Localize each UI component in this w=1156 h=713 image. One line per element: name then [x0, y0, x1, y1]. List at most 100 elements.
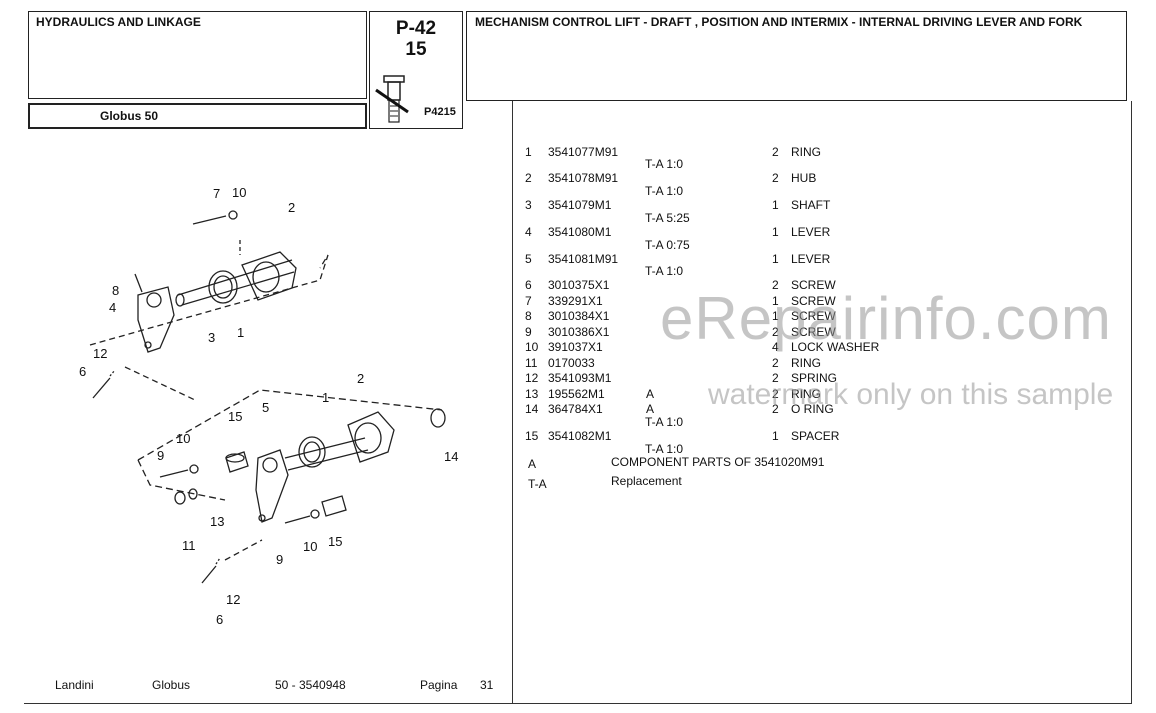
part-qty: 2 [772, 145, 779, 159]
model-name: Globus 50 [100, 109, 159, 123]
part-remark: T-A 0:75 [645, 238, 690, 252]
part-code: 3541093M1 [548, 371, 612, 385]
part-code: 3541081M91 [548, 252, 619, 266]
part-code: 3541082M1 [548, 429, 612, 443]
part-number: 11 [525, 356, 538, 370]
footer-page-number: 31 [480, 678, 494, 692]
part-qty: 2 [772, 356, 779, 370]
footer-series: Globus [152, 678, 191, 692]
legend-text: COMPONENT PARTS OF 3541020M91 [611, 455, 825, 469]
callout-2-lower: 2 [357, 371, 364, 386]
callout-3: 3 [208, 330, 215, 345]
footer-page-label: Pagina [420, 678, 458, 692]
part-flag: A [646, 402, 655, 416]
part-remark: T-A 1:0 [645, 415, 684, 429]
callout-14: 14 [444, 449, 458, 464]
part-desc: SCREW [791, 294, 836, 308]
watermark-note: watermark only on this sample [708, 378, 1114, 411]
part-desc: SHAFT [791, 198, 831, 212]
callout-1: 1 [237, 325, 244, 340]
part-code: 3010375X1 [548, 278, 610, 292]
callout-8: 8 [112, 283, 119, 298]
part-code: 3541079M1 [548, 198, 612, 212]
part-number: 1 [525, 145, 532, 159]
part-number: 4 [525, 225, 532, 239]
part-number: 14 [525, 402, 539, 416]
part-code: 3541078M91 [548, 171, 619, 185]
callout-7: 7 [213, 186, 220, 201]
footer-ref: 50 - 3540948 [275, 678, 346, 692]
callout-15: 15 [228, 409, 242, 424]
model-box: Globus 50 [28, 103, 367, 129]
part-number: 5 [525, 252, 532, 266]
part-desc: LOCK WASHER [791, 340, 880, 354]
part-number: 8 [525, 309, 532, 323]
callout-10-lower: 10 [176, 431, 190, 446]
part-qty: 1 [772, 429, 779, 443]
part-remark: T-A 1:0 [645, 184, 684, 198]
part-number: 6 [525, 278, 532, 292]
part-number: 15 [525, 429, 539, 443]
legend-text: Replacement [611, 474, 682, 488]
page-sub: 15 [405, 39, 427, 60]
callout-6: 6 [79, 364, 86, 379]
bottom-border [24, 703, 1132, 704]
part-code: 195562M1 [548, 387, 605, 401]
callout-6-bottom: 6 [216, 612, 223, 627]
part-number: 2 [525, 171, 532, 185]
part-qty: 2 [772, 325, 779, 339]
callout-2: 2 [288, 200, 295, 215]
part-desc: SPACER [791, 429, 840, 443]
shaft-thumbnail-icon [375, 75, 409, 123]
legend-key: T-A [528, 477, 547, 491]
part-code: 339291X1 [548, 294, 603, 308]
callout-13: 13 [210, 514, 224, 529]
part-code: 3541077M91 [548, 145, 619, 159]
part-desc: LEVER [791, 225, 831, 239]
part-number: 10 [525, 340, 539, 354]
part-remark: T-A 1:0 [645, 157, 684, 171]
part-desc: RING [791, 387, 821, 401]
part-qty: 1 [772, 252, 779, 266]
part-number: 12 [525, 371, 539, 385]
part-desc: O RING [791, 402, 834, 416]
part-qty: 2 [772, 387, 779, 401]
callout-5: 5 [262, 400, 269, 415]
part-remark: T-A 1:0 [645, 264, 684, 278]
part-desc: SCREW [791, 309, 836, 323]
callout-12-bottom: 12 [226, 592, 240, 607]
description-title: MECHANISM CONTROL LIFT - DRAFT , POSITIO… [475, 15, 1083, 29]
part-number: 7 [525, 294, 532, 308]
part-qty: 1 [772, 225, 779, 239]
part-code: 0170033 [548, 356, 595, 370]
part-desc: SPRING [791, 371, 838, 385]
callout-10-bottom: 10 [303, 539, 317, 554]
page-code-box: P-42 15 P4215 [369, 11, 463, 129]
part-desc: LEVER [791, 252, 831, 266]
callout-15-bottom: 15 [328, 534, 342, 549]
callout-12: 12 [93, 346, 107, 361]
part-number: 3 [525, 198, 532, 212]
part-code: 391037X1 [548, 340, 603, 354]
footer-brand: Landini [55, 678, 94, 692]
part-qty: 1 [772, 309, 779, 323]
callout-9-bottom: 9 [276, 552, 283, 567]
part-qty: 1 [772, 198, 779, 212]
callout-9: 9 [157, 448, 164, 463]
callout-1-lower: 1 [322, 390, 329, 405]
part-number: 13 [525, 387, 539, 401]
part-code: 364784X1 [548, 402, 603, 416]
part-desc: RING [791, 145, 821, 159]
description-box: MECHANISM CONTROL LIFT - DRAFT , POSITIO… [466, 11, 1127, 101]
part-qty: 1 [772, 294, 779, 308]
column-divider [512, 101, 513, 703]
part-qty: 2 [772, 171, 779, 185]
callout-11: 11 [182, 538, 196, 553]
part-flag: A [646, 387, 655, 401]
exploded-parts-diagram: 7 10 2 8 4 3 1 12 6 2 1 5 15 10 14 9 13 … [79, 185, 458, 627]
page-code: P-42 [395, 18, 437, 39]
part-qty: 2 [772, 402, 779, 416]
section-title: HYDRAULICS AND LINKAGE [36, 15, 201, 29]
part-qty: 4 [772, 340, 779, 354]
illustration-code: P4215 [424, 106, 456, 118]
